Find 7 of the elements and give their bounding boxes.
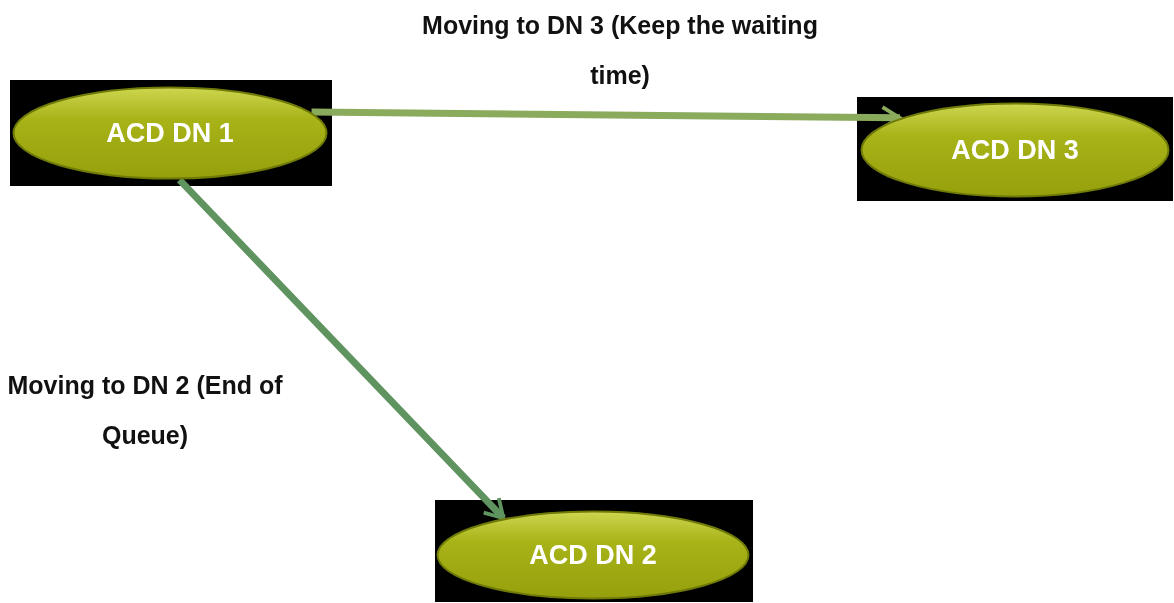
node-label: ACD DN 2 [529,539,657,571]
node-label: ACD DN 3 [951,134,1079,166]
node-label: ACD DN 1 [106,117,234,149]
ellipse-node [12,86,328,180]
ellipse-node [436,510,750,600]
ellipse-node [860,102,1170,198]
arrow [176,177,506,521]
